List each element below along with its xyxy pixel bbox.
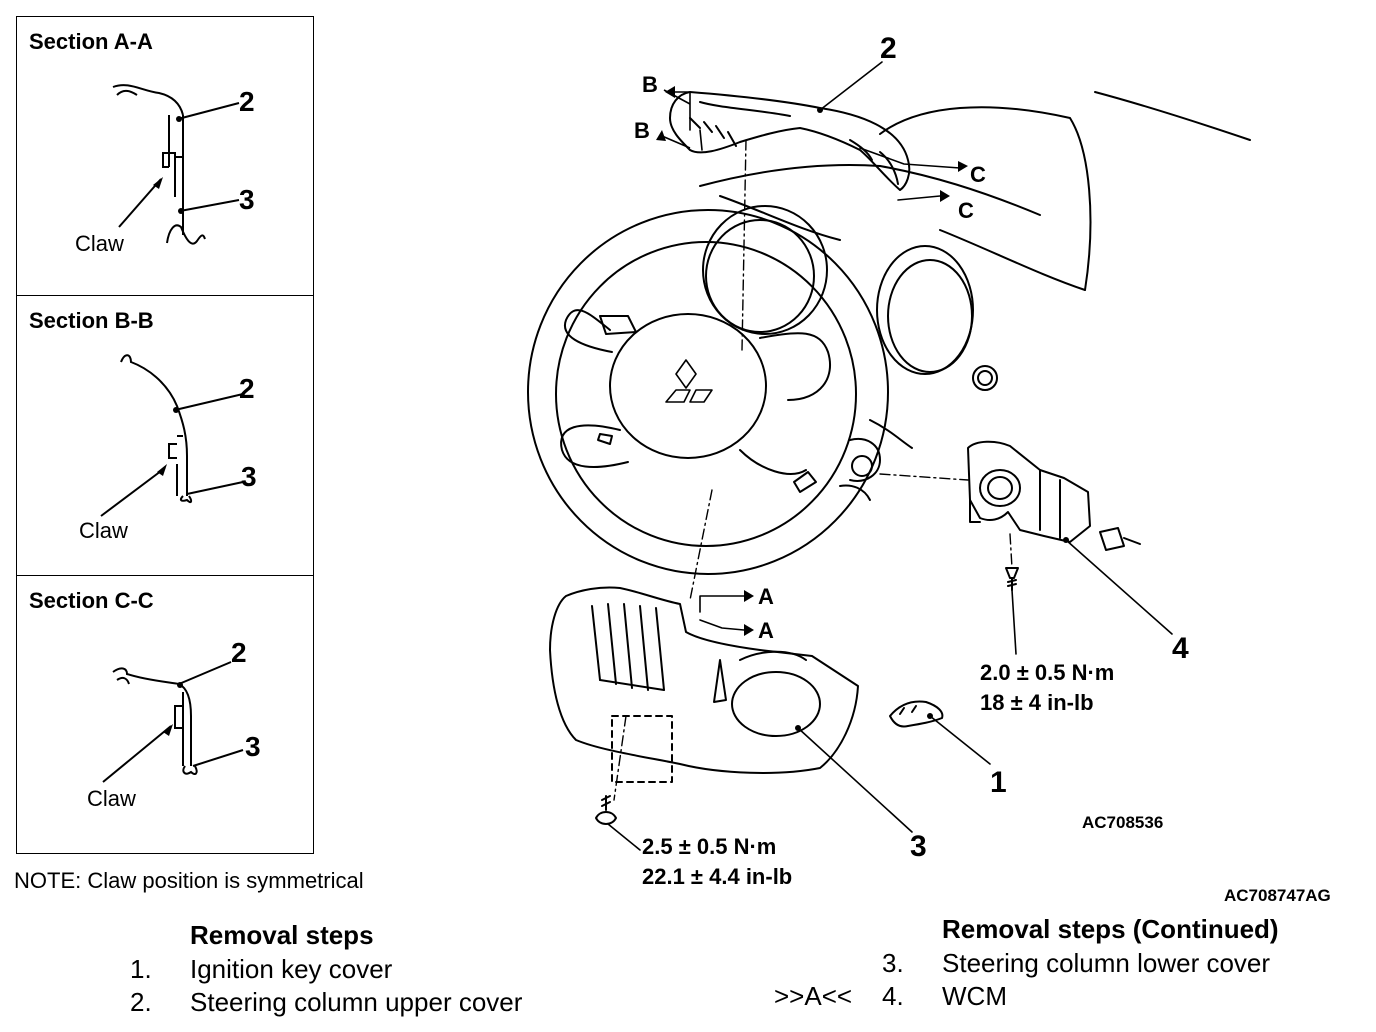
steering-wheel <box>527 209 889 575</box>
ignition-key-cover <box>889 700 944 728</box>
lower-cover-torque-inlb: 22.1 ± 4.4 in-lb <box>642 864 793 889</box>
section-b-b-callout-3: 3 <box>241 461 257 492</box>
callout-4: 4 <box>1172 632 1189 665</box>
section-c-c-panel: Section C-C 2 3 Claw <box>16 575 314 854</box>
section-a-a-callout-2: 2 <box>239 86 255 117</box>
assembly-centre-lines <box>613 139 1013 801</box>
section-b-b-panel: Section B-B 2 3 Claw <box>16 295 314 576</box>
removal-step-number: 4. <box>882 981 904 1011</box>
service-point-marker: >>A<< <box>774 981 853 1011</box>
section-b-b-callout-2: 2 <box>239 373 255 404</box>
section-a-a-panel: Section A-A 2 3 Claw <box>16 16 314 296</box>
lower-column-cover <box>549 586 859 783</box>
dashboard-outline <box>699 91 1251 291</box>
removal-step-text: WCM <box>942 981 1007 1011</box>
section-cut-lines <box>674 91 961 631</box>
wcm-screw <box>1005 567 1019 591</box>
wcm-torque-nm: 2.0 ± 0.5 N·m <box>980 660 1115 685</box>
wcm-screw-torque: 2.0 ± 0.5 N·m 18 ± 4 in-lb <box>980 658 1114 718</box>
removal-step-text: Ignition key cover <box>190 954 393 984</box>
upper-cover-profile <box>120 354 188 496</box>
removal-step-number: 3. <box>882 948 904 978</box>
section-b-b-claw-label: Claw <box>79 518 128 543</box>
inner-figure-id: AC708536 <box>1082 813 1163 832</box>
callout-2: 2 <box>880 32 897 65</box>
section-b-b-drawing: 2 3 Claw <box>79 354 257 543</box>
section-b-b-title: Section B-B <box>29 308 154 333</box>
removal-step-number: 2. <box>130 987 152 1017</box>
emblem-icon <box>665 359 713 403</box>
removal-step-text: Steering column lower cover <box>942 948 1271 978</box>
section-b-mark-2: B <box>634 118 650 143</box>
removal-steps-continued-title: Removal steps (Continued) <box>942 914 1279 944</box>
section-c-c-callout-3: 3 <box>245 731 261 762</box>
removal-steps-title: Removal steps <box>190 920 374 950</box>
section-a-a-title: Section A-A <box>29 29 153 54</box>
section-a-mark-2: A <box>758 618 774 643</box>
section-c-c-claw-label: Claw <box>87 786 136 811</box>
lower-cover-screw <box>595 795 617 825</box>
lower-cover-profile <box>182 765 198 775</box>
section-a-a-drawing: 2 3 Claw <box>75 84 255 256</box>
claw-note: NOTE: Claw position is symmetrical <box>14 868 364 893</box>
figure-id: AC708747AG <box>1224 886 1331 905</box>
claw-shape <box>174 705 183 729</box>
section-b-mark-1: B <box>642 72 658 97</box>
section-a-mark-1: A <box>758 584 774 609</box>
section-a-a-claw-label: Claw <box>75 231 124 256</box>
section-c-mark-1: C <box>970 162 986 187</box>
lower-cover-torque-nm: 2.5 ± 0.5 N·m <box>642 834 777 859</box>
claw-shape <box>168 443 177 459</box>
claw-shape <box>162 152 176 197</box>
wcm-module <box>967 440 1141 551</box>
callout-1: 1 <box>990 766 1007 799</box>
steering-column-cover-illustration: B B C C A A 2 3 1 4 AC708536 <box>527 32 1251 863</box>
removal-step-number: 1. <box>130 954 152 984</box>
lower-cover-profile <box>166 224 206 245</box>
removal-step: >>A<< 4. WCM <box>774 981 1007 1012</box>
removal-step-text: Steering column upper cover <box>190 987 523 1017</box>
steering-column-hardware <box>839 419 913 501</box>
section-c-mark-2: C <box>958 198 974 223</box>
upper-column-cover <box>669 91 911 191</box>
lower-cover-profile <box>179 495 193 504</box>
upper-cover-profile <box>112 84 184 116</box>
section-a-a-callout-3: 3 <box>239 184 255 215</box>
lower-cover-screw-torque: 2.5 ± 0.5 N·m 22.1 ± 4.4 in-lb <box>642 832 792 892</box>
removal-step: 1. Ignition key cover <box>130 954 392 985</box>
wcm-torque-inlb: 18 ± 4 in-lb <box>980 690 1094 715</box>
removal-step: 3. Steering column lower cover <box>882 948 1270 979</box>
callout-leaders <box>607 61 1173 851</box>
upper-cover-profile <box>112 667 192 766</box>
section-c-c-callout-2: 2 <box>231 637 247 668</box>
instrument-cluster <box>702 205 998 391</box>
removal-step: 2. Steering column upper cover <box>130 987 522 1018</box>
section-c-c-drawing: 2 3 Claw <box>87 637 261 811</box>
callout-3: 3 <box>910 830 927 863</box>
section-c-c-title: Section C-C <box>29 588 154 613</box>
